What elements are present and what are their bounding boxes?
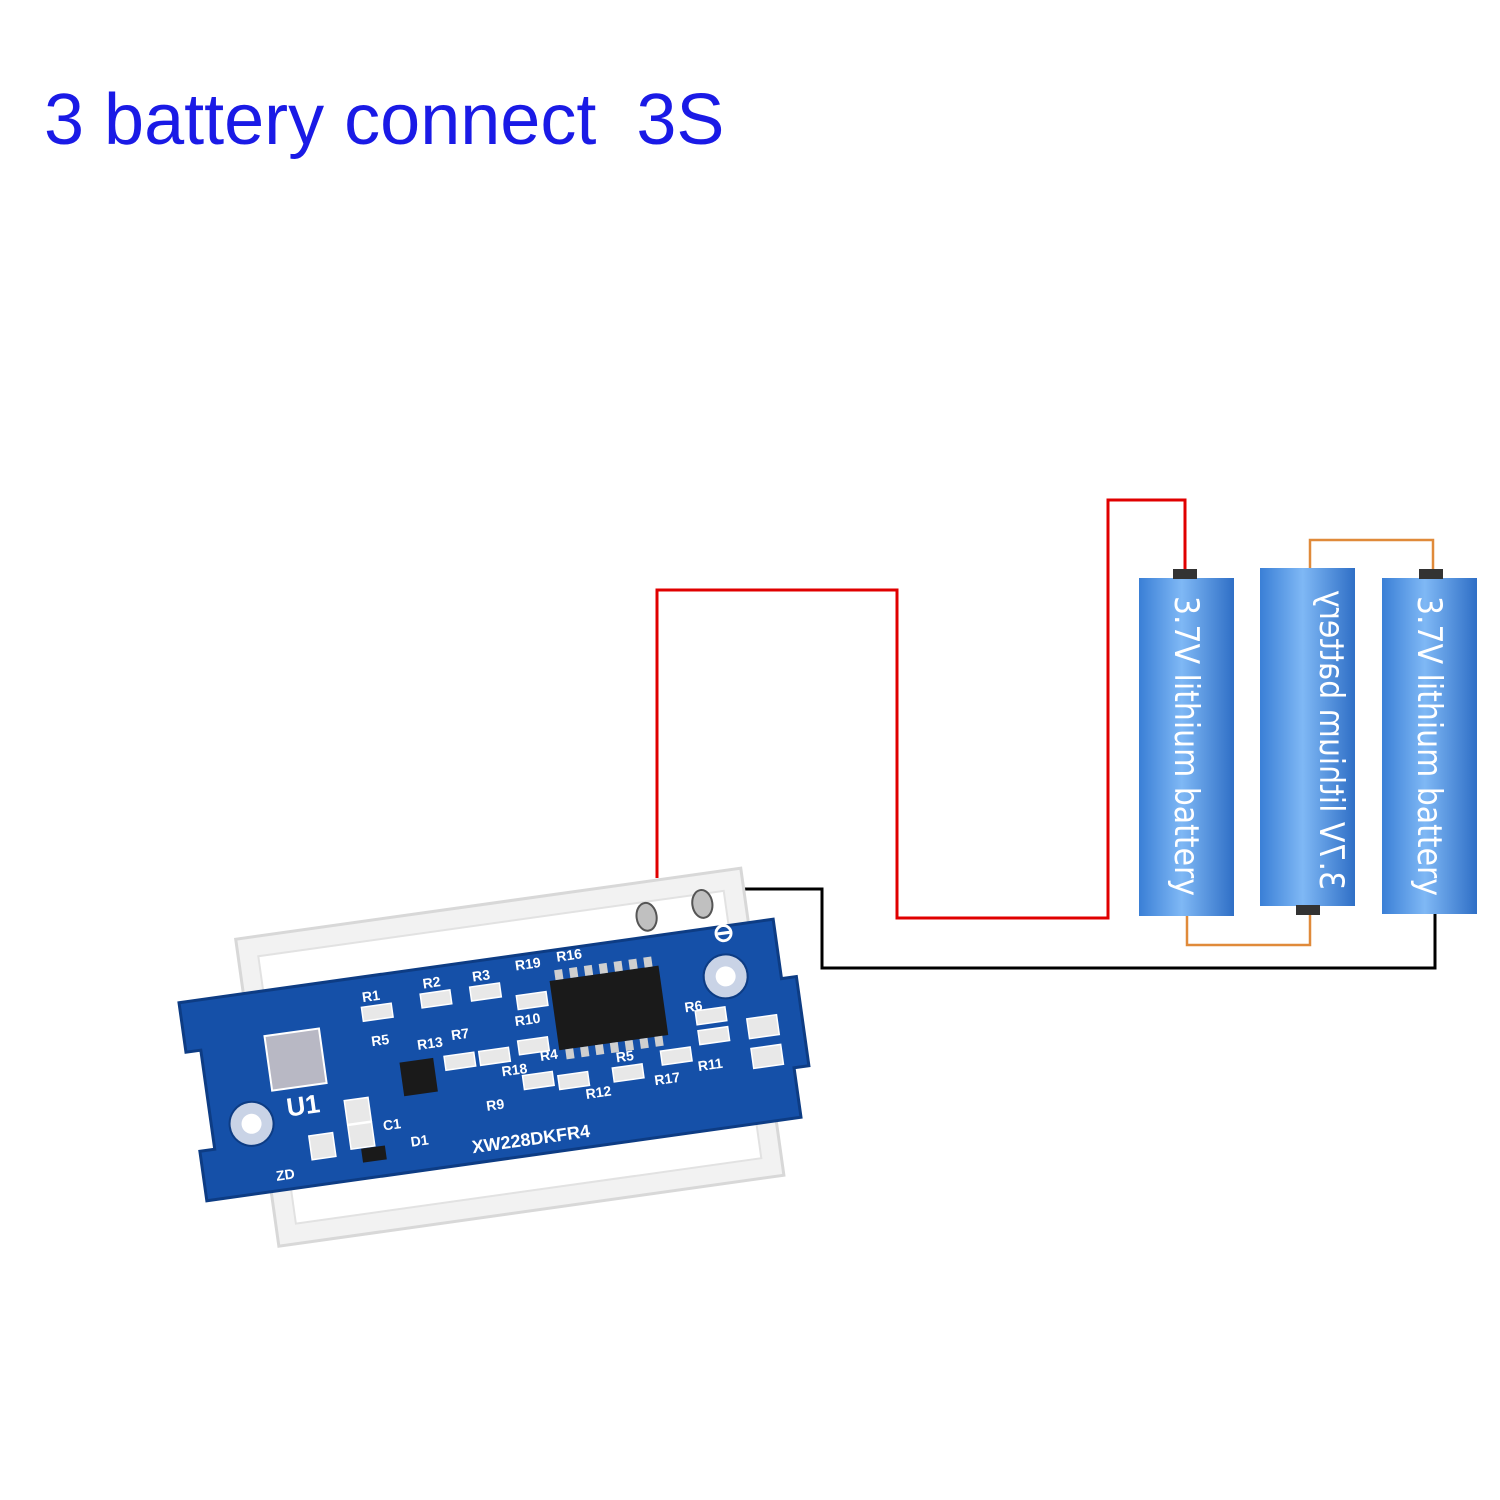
battery-1: 3.7V lithium battery: [1139, 569, 1234, 916]
battery-terminal: [1419, 569, 1443, 579]
svg-text:R12: R12: [585, 1082, 613, 1101]
battery-terminal: [1296, 905, 1320, 915]
svg-text:R5: R5: [615, 1047, 635, 1065]
battery-terminal: [1173, 569, 1197, 579]
svg-text:R19: R19: [514, 954, 542, 973]
svg-text:R17: R17: [653, 1069, 681, 1088]
svg-text:R5: R5: [370, 1031, 390, 1049]
svg-text:ZD: ZD: [275, 1165, 296, 1183]
svg-text:R6: R6: [683, 997, 703, 1015]
svg-text:R18: R18: [501, 1060, 529, 1079]
battery-3: 3.7V lithium battery: [1382, 569, 1477, 914]
battery-label: 3.7V lithium battery: [1166, 596, 1206, 896]
page-title: 3 battery connect 3S: [44, 80, 725, 160]
minus-symbol: ⊖: [711, 916, 737, 949]
positive-wire: [655, 498, 1187, 920]
battery-label: 3.7V lithium battery: [1409, 596, 1449, 896]
transistor: [399, 1057, 438, 1097]
svg-text:R7: R7: [450, 1025, 470, 1043]
smd-components: [307, 982, 785, 1161]
svg-text:R13: R13: [416, 1033, 444, 1052]
battery-label: 3.7V lithium battery: [1311, 590, 1351, 890]
svg-text:D1: D1: [410, 1131, 430, 1149]
negative-wire: [722, 887, 1437, 970]
svg-text:R10: R10: [514, 1010, 542, 1029]
u1-pad: [263, 1027, 328, 1092]
plus-symbol: ⊕: [663, 891, 689, 924]
svg-text:R9: R9: [485, 1096, 505, 1114]
positive-pad: [635, 901, 658, 932]
battery-indicator-module: ⊕ ⊖ U1: [177, 866, 811, 1248]
battery-2: 3.7V lithium battery: [1260, 568, 1355, 915]
silkscreen-labels: R1 R2 R3 R19 R16 R5 R13 R7 R10 R4 R18 R9…: [275, 945, 724, 1184]
negative-pad: [691, 888, 714, 919]
svg-text:R1: R1: [361, 987, 381, 1005]
svg-text:R11: R11: [697, 1055, 724, 1074]
ic-chip: [549, 956, 669, 1060]
svg-text:R4: R4: [539, 1046, 559, 1064]
svg-text:R16: R16: [555, 945, 583, 964]
series-link-top: [1308, 538, 1435, 572]
svg-text:C1: C1: [382, 1115, 402, 1133]
svg-text:R2: R2: [422, 973, 442, 991]
svg-text:R3: R3: [471, 966, 491, 984]
series-link-bottom: [1185, 912, 1312, 947]
u1-label: U1: [285, 1088, 322, 1122]
